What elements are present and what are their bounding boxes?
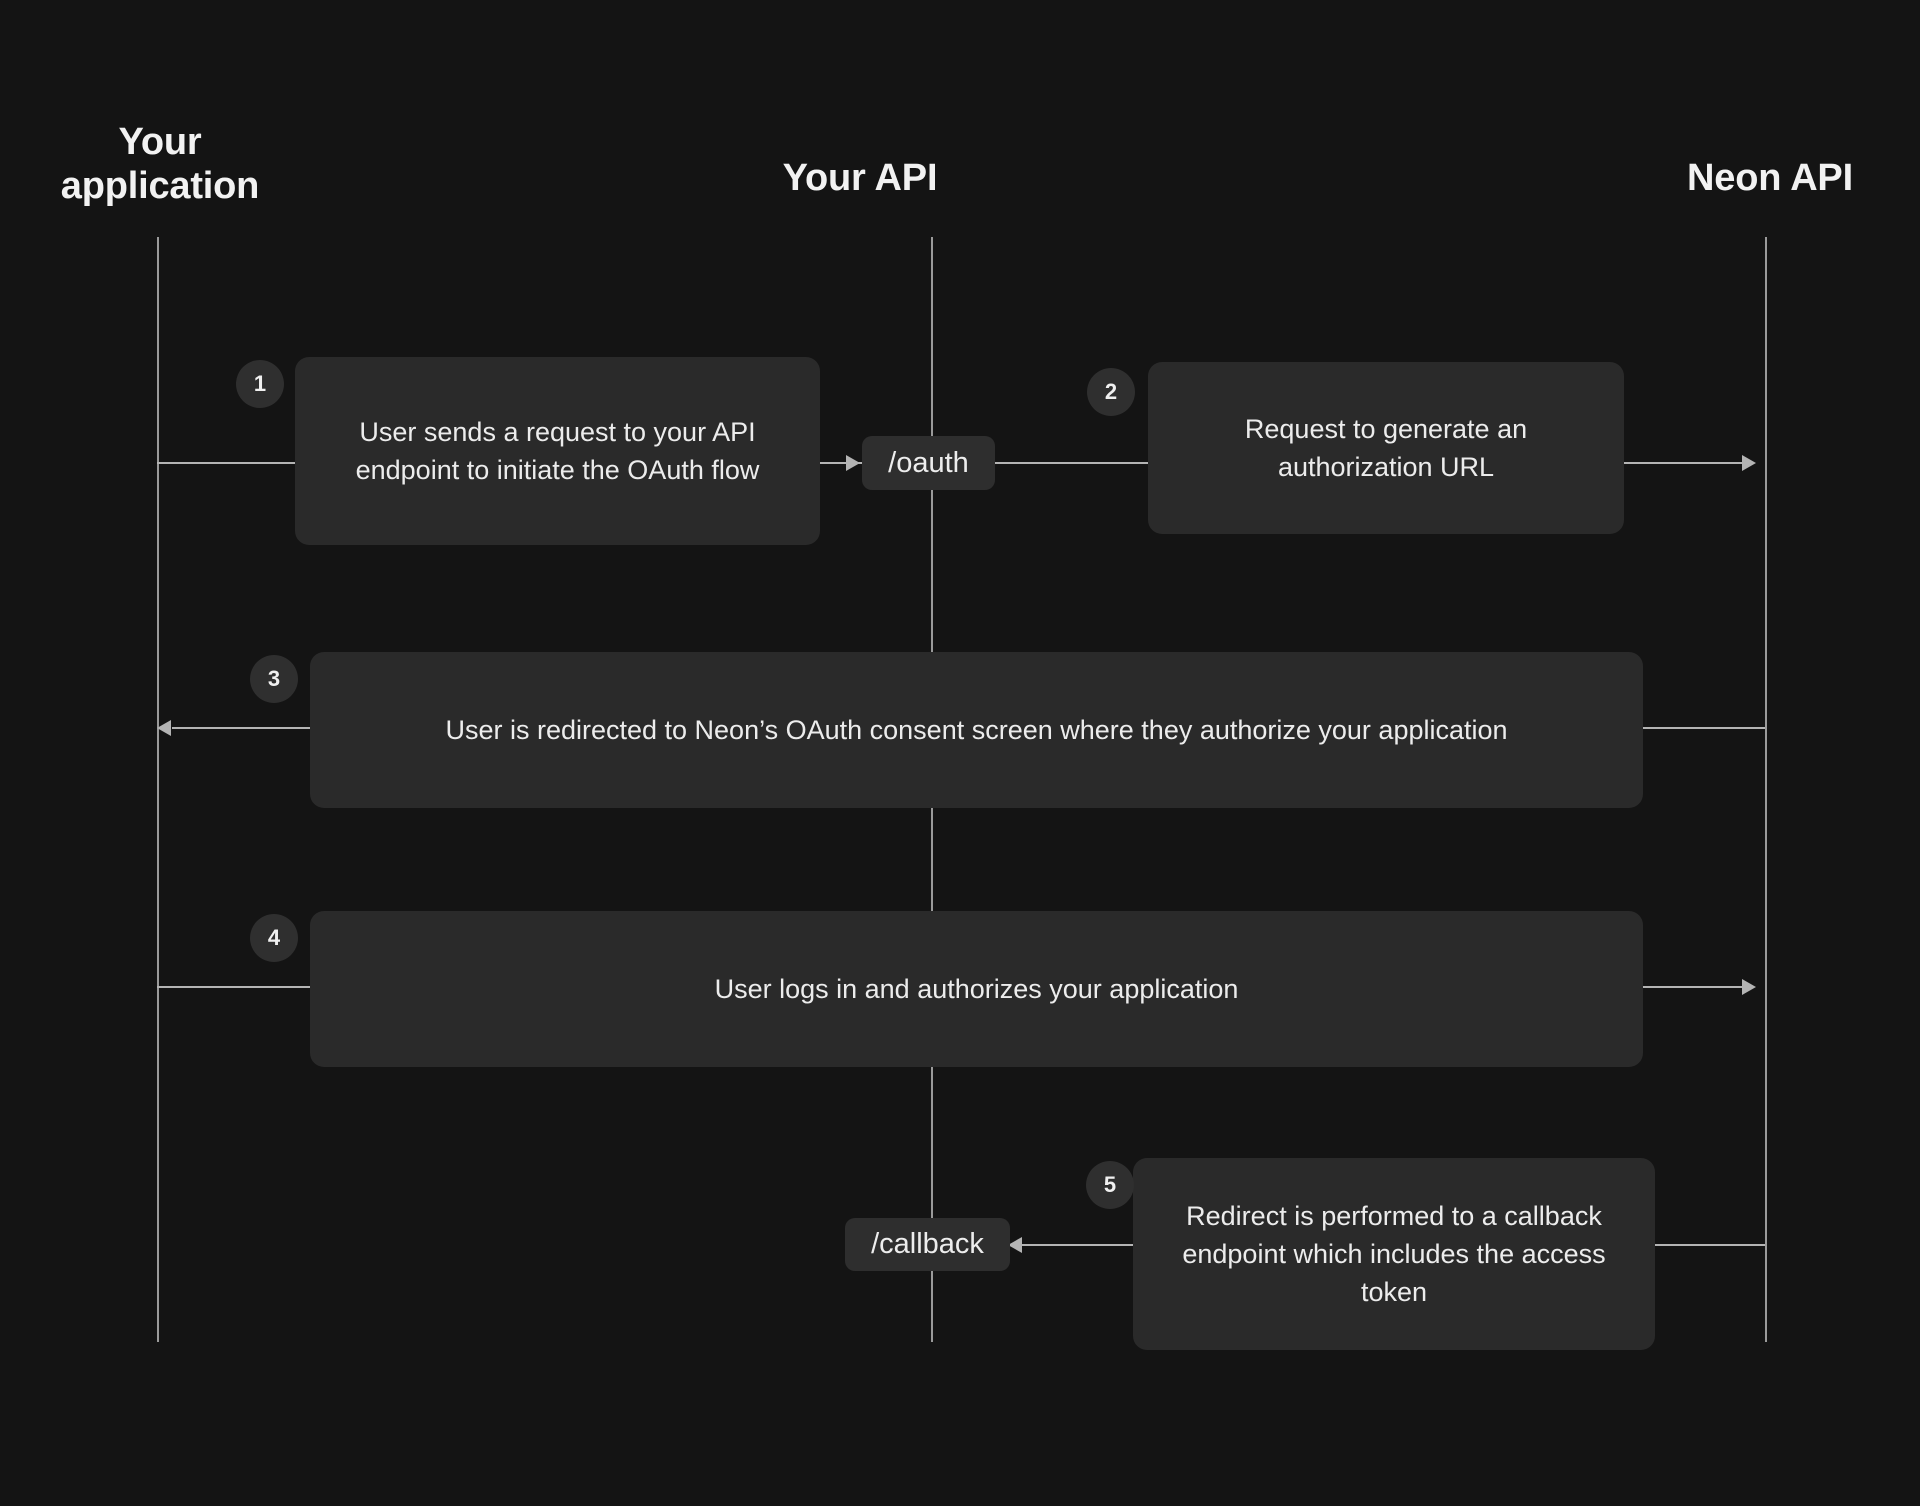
connector-step1-left xyxy=(157,462,297,464)
message-text-step-3: User is redirected to Neon’s OAuth conse… xyxy=(445,714,1508,745)
lifeline-your-application xyxy=(157,237,159,1342)
message-box-step-3: User is redirected to Neon’s OAuth conse… xyxy=(310,652,1643,808)
step-badge-2: 2 xyxy=(1087,368,1135,416)
message-text-step-1: User sends a request to your API endpoin… xyxy=(355,416,760,485)
connector-step5-right xyxy=(1655,1244,1765,1246)
message-text-step-4: User logs in and authorizes your applica… xyxy=(714,973,1239,1004)
connector-step1-to-oauth xyxy=(820,462,863,464)
arrowhead-left-step5 xyxy=(1008,1237,1022,1253)
endpoint-pill-oauth[interactable]: /oauth xyxy=(862,436,995,490)
arrowhead-right-step4 xyxy=(1742,979,1756,995)
message-text-step-5: Redirect is performed to a callback endp… xyxy=(1182,1200,1606,1308)
arrowhead-right-step2 xyxy=(1742,455,1756,471)
message-box-step-1: User sends a request to your API endpoin… xyxy=(295,357,820,545)
step-badge-3: 3 xyxy=(250,655,298,703)
step-badge-4: 4 xyxy=(250,914,298,962)
participant-your-api: Your API xyxy=(782,157,938,199)
connector-step4-right xyxy=(1643,986,1746,988)
step-badge-1: 1 xyxy=(236,360,284,408)
participant-neon-api: Neon API xyxy=(1687,157,1853,199)
lifeline-neon-api xyxy=(1765,237,1767,1342)
message-box-step-4: User logs in and authorizes your applica… xyxy=(310,911,1643,1067)
connector-step1-oauth-to-box2 xyxy=(993,462,1150,464)
connector-step2-right xyxy=(1624,462,1746,464)
message-box-step-5: Redirect is performed to a callback endp… xyxy=(1133,1158,1655,1350)
arrowhead-right-step1 xyxy=(846,455,860,471)
arrowhead-left-step3 xyxy=(157,720,171,736)
connector-step4-left xyxy=(157,986,312,988)
connector-step3-right xyxy=(1643,727,1765,729)
step-badge-5: 5 xyxy=(1086,1161,1134,1209)
message-box-step-2: Request to generate an authorization URL xyxy=(1148,362,1624,534)
connector-step5-to-callback xyxy=(1020,1244,1135,1246)
participant-your-application: Your application xyxy=(60,121,260,208)
message-text-step-2: Request to generate an authorization URL xyxy=(1244,413,1528,482)
endpoint-pill-callback[interactable]: /callback xyxy=(845,1218,1010,1271)
connector-step3-left xyxy=(172,727,312,729)
